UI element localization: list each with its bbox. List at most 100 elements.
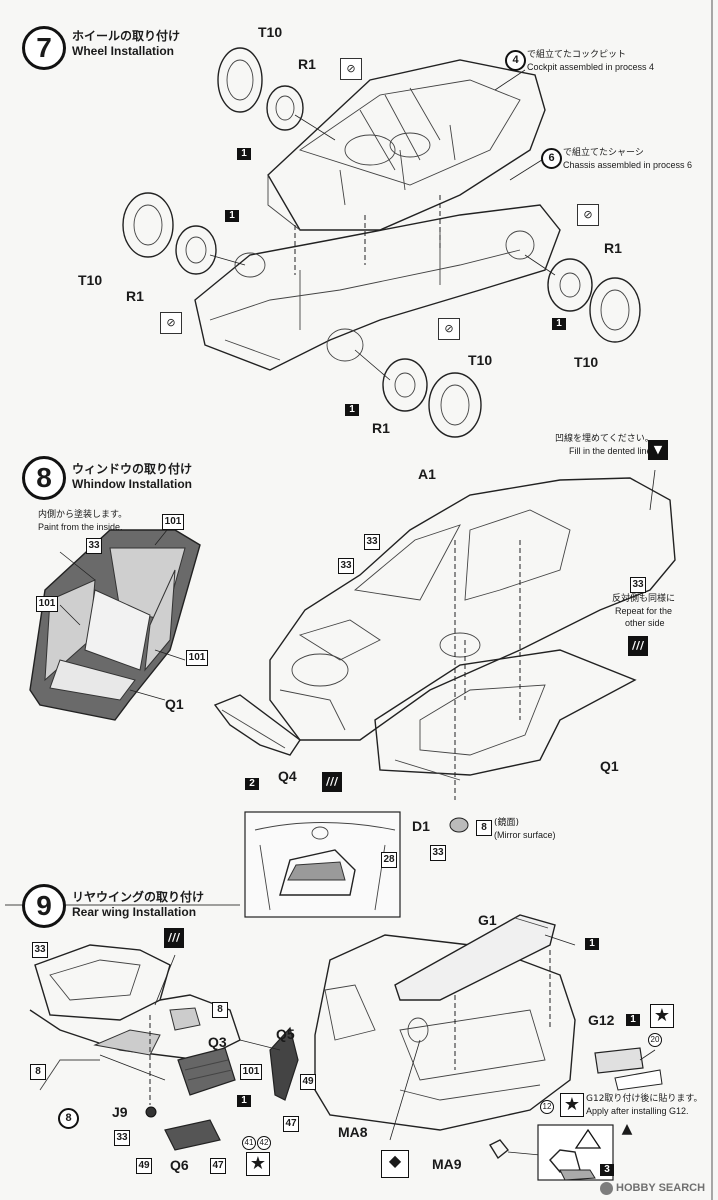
paint-swatch-icon: /// bbox=[164, 928, 184, 948]
sticker-icon: ▲ bbox=[621, 1121, 633, 1137]
step9-number: 9 bbox=[22, 884, 66, 928]
color-33-d: 33 bbox=[630, 577, 646, 593]
color-47-a: 47 bbox=[283, 1116, 299, 1132]
step8-number: 8 bbox=[22, 456, 66, 500]
qty-badge: 1 bbox=[237, 148, 251, 160]
watermark: HOBBY SEARCH bbox=[600, 1180, 705, 1196]
tire-label-t10-b: T10 bbox=[78, 272, 103, 288]
color-47-b: 47 bbox=[210, 1158, 226, 1174]
step9-ma9-part bbox=[489, 1124, 614, 1181]
color-33-c: 33 bbox=[338, 558, 354, 574]
color-49-a: 49 bbox=[300, 1074, 316, 1090]
step8-front-part bbox=[213, 694, 301, 756]
diamond-icon: ◆ bbox=[381, 1150, 409, 1178]
step7-title-jp: ホイールの取り付け bbox=[72, 29, 181, 43]
inside-paint-note-en: Paint from the inside. bbox=[38, 522, 123, 532]
wheel-label-r1-d: R1 bbox=[372, 420, 390, 436]
step9-wing-drawing bbox=[394, 914, 556, 1001]
step7-wheels bbox=[122, 47, 641, 438]
wheel-label-r1-c: R1 bbox=[604, 240, 622, 256]
star-icon: ★ bbox=[650, 1004, 674, 1028]
mirror-jp: (鏡面) bbox=[494, 818, 520, 828]
qty-badge: 1 bbox=[237, 1095, 251, 1107]
color-101-a: 101 bbox=[162, 514, 184, 530]
part-ma9: MA9 bbox=[432, 1156, 462, 1172]
cockpit-note-jp: で組立てたコックピット bbox=[527, 50, 627, 60]
mirror-en: (Mirror surface) bbox=[494, 830, 556, 840]
paint-swatch-icon: /// bbox=[628, 636, 648, 656]
color-101-b: 101 bbox=[36, 596, 58, 612]
star-icon: ★ bbox=[246, 1152, 270, 1176]
no-glue-icon: ⊘ bbox=[438, 318, 460, 340]
step8-title-en: Whindow Installation bbox=[72, 477, 192, 491]
chassis-note-en: Chassis assembled in process 6 bbox=[563, 160, 693, 170]
fill-icon: ▼ bbox=[648, 440, 668, 460]
part-q4: Q4 bbox=[278, 768, 297, 784]
color-33-e: 33 bbox=[32, 942, 48, 958]
repeat-note-en-1: Repeat for the bbox=[615, 606, 673, 616]
color-101-d: 101 bbox=[240, 1064, 262, 1080]
step7-heading: ホイールの取り付け Wheel Installation bbox=[72, 27, 180, 58]
qty-badge: 1 bbox=[626, 1014, 640, 1026]
process6-ref: 6 bbox=[541, 148, 562, 169]
step7-chassis-drawing bbox=[194, 204, 561, 371]
color-8-a: 8 bbox=[212, 1002, 228, 1018]
step9-rear-glass-drawing bbox=[34, 944, 171, 1021]
qty-badge: 1 bbox=[225, 210, 239, 222]
qty-badge: 1 bbox=[585, 938, 599, 950]
step7-number: 7 bbox=[22, 26, 66, 70]
step8-title-jp: ウィンドウの取り付け bbox=[72, 462, 193, 476]
color-33-f: 33 bbox=[114, 1130, 130, 1146]
part-q5: Q5 bbox=[276, 1026, 295, 1042]
step7-title-en: Wheel Installation bbox=[72, 44, 175, 58]
color-42: 42 bbox=[257, 1136, 271, 1150]
no-glue-icon: ⊘ bbox=[160, 312, 182, 334]
part-q6: Q6 bbox=[170, 1157, 189, 1173]
qty-badge-2: 2 bbox=[245, 778, 259, 790]
step9-g12-part bbox=[594, 1047, 663, 1091]
dent-note-en: Fill in the dented lines. bbox=[569, 446, 659, 456]
color-33-mirror: 33 bbox=[430, 845, 446, 861]
step9-wing-guides bbox=[389, 934, 576, 1141]
chassis-note-jp: で組立てたシャーシ bbox=[563, 148, 644, 158]
process4-ref: 4 bbox=[505, 50, 526, 71]
watermark-text: HOBBY SEARCH bbox=[616, 1182, 706, 1194]
part-q1-b: Q1 bbox=[600, 758, 619, 774]
color-49-b: 49 bbox=[136, 1158, 152, 1174]
cockpit-note-en: Cockpit assembled in process 4 bbox=[527, 62, 655, 72]
step7-guide-lines bbox=[209, 69, 556, 381]
tire-label-t10-a: T10 bbox=[258, 24, 283, 40]
wheel-label-r1-a: R1 bbox=[298, 56, 316, 72]
after-g12-note-en: Apply after installing G12. bbox=[586, 1106, 689, 1116]
step9-heading: リヤウイングの取り付け Rear wing Installation bbox=[72, 888, 204, 919]
tire-label-t10-c: T10 bbox=[574, 354, 599, 370]
mirror-part-drawing bbox=[449, 817, 469, 833]
no-glue-icon: ⊘ bbox=[340, 58, 362, 80]
color-8-ring: 8 bbox=[58, 1108, 79, 1129]
color-8-mirror: 8 bbox=[476, 820, 492, 836]
color-101-c: 101 bbox=[186, 650, 208, 666]
part-a1: A1 bbox=[418, 466, 436, 482]
wheel-label-r1-b: R1 bbox=[126, 288, 144, 304]
color-33-a: 33 bbox=[86, 538, 102, 554]
tire-label-t10-d: T10 bbox=[468, 352, 493, 368]
part-q3: Q3 bbox=[208, 1034, 227, 1050]
watermark-logo-icon bbox=[600, 1181, 613, 1195]
part-j9: J9 bbox=[112, 1104, 128, 1120]
color-20: 20 bbox=[648, 1033, 662, 1047]
step8-window-drawing bbox=[29, 529, 201, 721]
step9-title-en: Rear wing Installation bbox=[72, 905, 197, 919]
triangle-icon bbox=[574, 1128, 602, 1149]
step8-heading: ウィンドウの取り付け Whindow Installation bbox=[72, 460, 192, 491]
color-12: 12 bbox=[540, 1100, 554, 1114]
qty-badge-3: 3 bbox=[600, 1164, 614, 1176]
qty-badge: 1 bbox=[552, 318, 566, 330]
color-28: 28 bbox=[381, 852, 397, 868]
star-icon: ★ bbox=[560, 1093, 584, 1117]
qty-badge: 1 bbox=[345, 404, 359, 416]
color-41: 41 bbox=[242, 1136, 256, 1150]
step9-guide-lines bbox=[99, 954, 281, 1105]
repeat-note-jp: 反対側も同様に bbox=[612, 594, 676, 604]
color-8-b: 8 bbox=[30, 1064, 46, 1080]
dent-note-jp: 凹線を埋めてください。 bbox=[555, 434, 654, 444]
